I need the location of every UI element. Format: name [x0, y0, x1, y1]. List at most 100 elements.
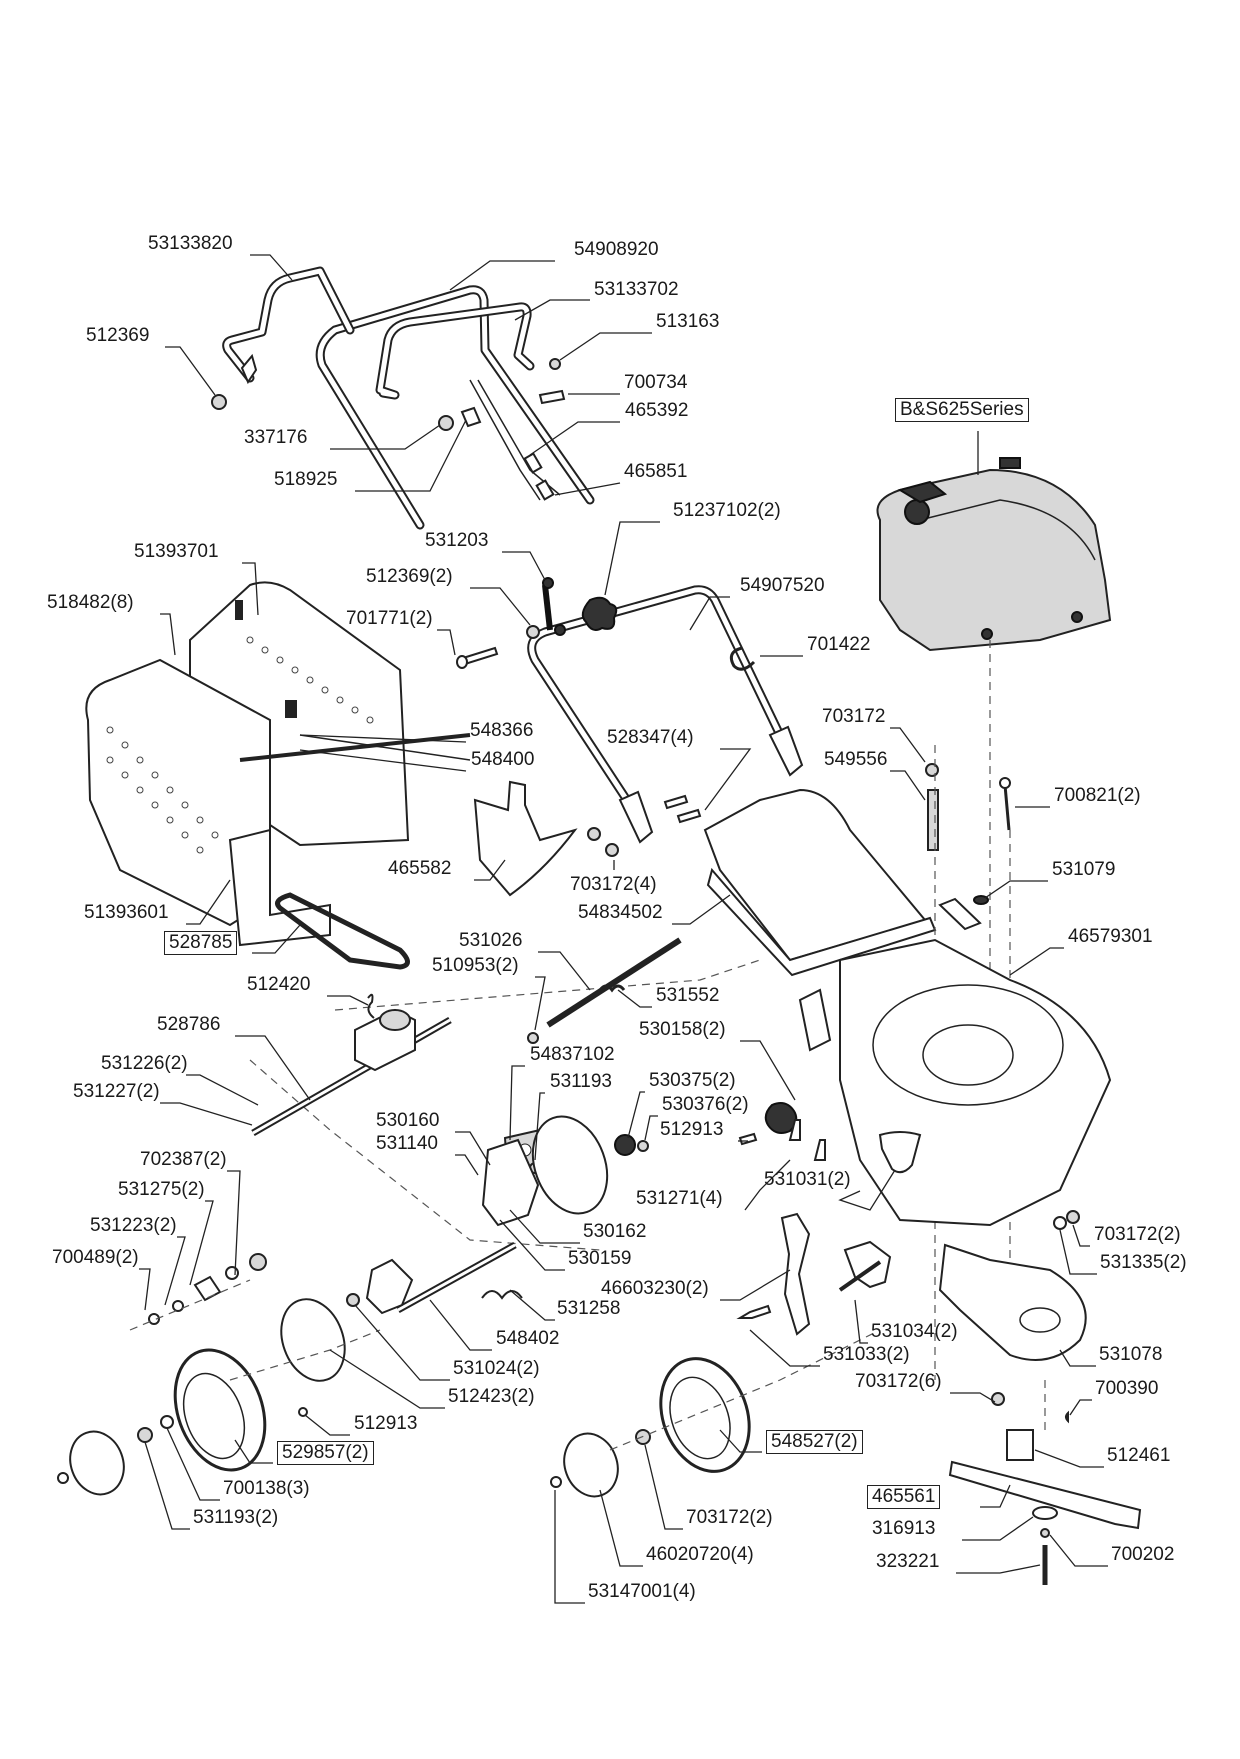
part-label-549556: 549556	[824, 749, 888, 770]
part-label-518482-8: 518482(8)	[47, 592, 134, 613]
part-label-548402: 548402	[496, 1328, 560, 1349]
part-label-531078: 531078	[1099, 1344, 1163, 1365]
part-label-529857-2: 529857(2)	[277, 1441, 374, 1465]
part-label-54908920: 54908920	[574, 239, 659, 260]
part-label-465392: 465392	[625, 400, 689, 421]
part-label-531552: 531552	[656, 985, 720, 1006]
leader-lines	[139, 254, 1108, 1604]
part-label-701422: 701422	[807, 634, 871, 655]
part-label-531034-2: 531034(2)	[871, 1321, 958, 1342]
part-label-512420: 512420	[247, 974, 311, 995]
part-label-46579301: 46579301	[1068, 926, 1153, 947]
part-label-530375-2: 530375(2)	[649, 1070, 736, 1091]
cable	[469, 379, 541, 501]
part-label-548527-2: 548527(2)	[766, 1430, 863, 1454]
part-label-512913: 512913	[660, 1119, 724, 1140]
part-label-465582: 465582	[388, 858, 452, 879]
part-label-700734: 700734	[624, 372, 688, 393]
part-label-548366: 548366	[470, 720, 534, 741]
part-label-512369-2: 512369(2)	[366, 566, 453, 587]
part-label-54837102: 54837102	[530, 1044, 615, 1065]
part-label-323221: 323221	[876, 1551, 940, 1572]
part-label-53133820: 53133820	[148, 233, 233, 254]
rear-axle-gearbox	[251, 1008, 452, 1137]
part-label-528785: 528785	[164, 931, 238, 955]
part-label-703172-4: 703172(4)	[570, 874, 657, 895]
engine	[876, 457, 1112, 652]
part-label-510953-2: 510953(2)	[432, 955, 519, 976]
part-label-465561: 465561	[867, 1485, 941, 1509]
front-wheel	[550, 1357, 751, 1498]
upper-handle	[315, 285, 595, 530]
part-label-51393701: 51393701	[134, 541, 219, 562]
drive-shaft	[546, 937, 682, 1028]
part-label-703172-2: 703172(2)	[1094, 1224, 1181, 1245]
part-label-701771-2: 701771(2)	[346, 608, 433, 629]
lower-handle	[527, 585, 804, 844]
pulley-disc	[531, 1115, 609, 1215]
part-label-316913: 316913	[872, 1518, 936, 1539]
part-label-531140: 531140	[376, 1133, 438, 1154]
part-label-548400: 548400	[471, 749, 535, 770]
part-label-54834502: 54834502	[578, 902, 663, 923]
swing-arm	[780, 1212, 811, 1336]
deflector	[473, 780, 578, 897]
part-label-702387-2: 702387(2)	[140, 1149, 227, 1170]
blade	[948, 1460, 1142, 1530]
grass-catcher	[85, 581, 471, 947]
part-label-700138-3: 700138(3)	[223, 1478, 310, 1499]
part-label-531031-2: 531031(2)	[764, 1169, 851, 1190]
nut-513163	[549, 358, 561, 370]
blade-housing	[938, 1243, 1087, 1361]
part-label-528786: 528786	[157, 1014, 221, 1035]
bolt-701771	[461, 646, 499, 666]
part-label-512369: 512369	[86, 325, 150, 346]
part-label-53147001-4: 53147001(4)	[588, 1581, 696, 1602]
part-label-531227-2: 531227(2)	[73, 1081, 160, 1102]
engine-label: B&S625Series	[895, 398, 1029, 422]
part-label-703172-2: 703172(2)	[686, 1507, 773, 1528]
part-label-51393601: 51393601	[84, 902, 169, 923]
part-label-530162: 530162	[583, 1221, 647, 1242]
part-label-53133702: 53133702	[594, 279, 679, 300]
drive-belt	[275, 892, 410, 970]
part-label-531275-2: 531275(2)	[118, 1179, 205, 1200]
part-label-531024-2: 531024(2)	[453, 1358, 540, 1379]
part-label-512423-2: 512423(2)	[448, 1386, 535, 1407]
part-label-531203: 531203	[425, 530, 489, 551]
part-label-700821-2: 700821(2)	[1054, 785, 1141, 806]
nut-337176	[438, 415, 454, 431]
height-bracket	[764, 1102, 798, 1134]
part-label-531033-2: 531033(2)	[823, 1344, 910, 1365]
part-label-531335-2: 531335(2)	[1100, 1252, 1187, 1273]
part-label-531271-4: 531271(4)	[636, 1188, 723, 1209]
part-label-531226-2: 531226(2)	[101, 1053, 188, 1074]
part-label-513163: 513163	[656, 311, 720, 332]
part-label-465851: 465851	[624, 461, 688, 482]
part-label-531193: 531193	[550, 1071, 612, 1092]
part-label-512913: 512913	[354, 1413, 418, 1434]
rear-wheel	[57, 1253, 360, 1496]
part-label-530159: 530159	[568, 1248, 632, 1269]
part-label-530158-2: 530158(2)	[639, 1019, 726, 1040]
part-label-518925: 518925	[274, 469, 338, 490]
part-label-337176: 337176	[244, 427, 308, 448]
part-label-531079: 531079	[1052, 859, 1116, 880]
part-label-528347-4: 528347(4)	[607, 727, 694, 748]
part-label-46603230-2: 46603230(2)	[601, 1278, 709, 1299]
screw-700734	[538, 389, 566, 405]
part-label-703172: 703172	[822, 706, 886, 727]
washer-512369	[211, 394, 227, 410]
part-label-531026: 531026	[459, 930, 523, 951]
part-label-531258: 531258	[557, 1298, 621, 1319]
part-label-531223-2: 531223(2)	[90, 1215, 177, 1236]
part-label-700202: 700202	[1111, 1544, 1175, 1565]
bail-bar-left	[222, 266, 355, 385]
part-label-51237102-2: 51237102(2)	[673, 500, 781, 521]
part-label-530160: 530160	[376, 1110, 440, 1131]
part-label-54907520: 54907520	[740, 575, 825, 596]
part-label-46020720-4: 46020720(4)	[646, 1544, 754, 1565]
part-label-531193-2: 531193(2)	[193, 1507, 279, 1528]
part-label-703172-6: 703172(6)	[855, 1371, 942, 1392]
